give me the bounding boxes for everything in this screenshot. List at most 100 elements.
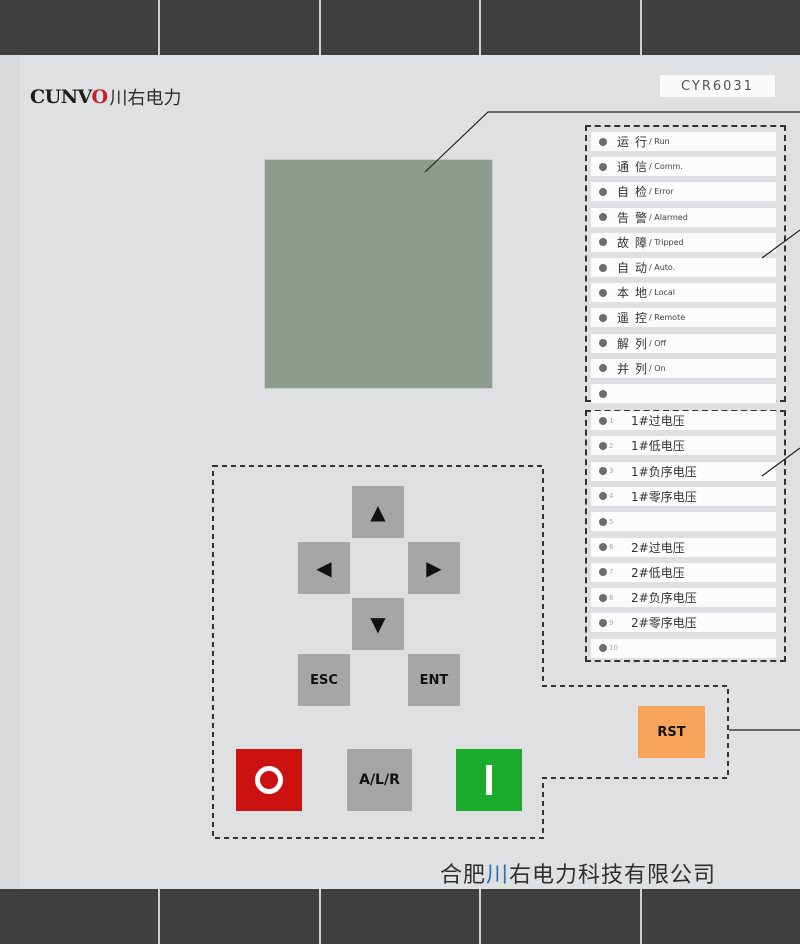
led-icon — [599, 389, 607, 398]
indicator-label: 2#过电压 — [631, 540, 685, 555]
indicator-label: 2#低电压 — [631, 565, 685, 580]
status-indicator-row: 告警/ Alarmed — [591, 207, 776, 227]
brand-logo: CUNVO 川右电力 — [30, 83, 182, 111]
indicator-label: 1#过电压 — [631, 414, 685, 428]
indicator-number: 2 — [609, 441, 614, 450]
lcd-display — [265, 160, 492, 388]
brand-name: CUNVO — [30, 86, 108, 108]
indicator-number: 9 — [609, 618, 614, 627]
terminal-segment — [0, 0, 161, 55]
up-arrow-button[interactable]: ▲ — [352, 486, 404, 538]
led-icon — [599, 593, 607, 602]
indicator-label-cn: 运行 — [617, 135, 654, 149]
led-icon — [599, 137, 607, 146]
status-indicator-row: 解列/ Off — [591, 333, 776, 353]
status-indicator-row: 并列/ On — [591, 358, 776, 378]
protection-indicator-row: 1 1#过电压 — [591, 411, 776, 430]
indicator-label-en: / Tripped — [649, 237, 684, 247]
protection-indicator-row: 7 2#低电压 — [591, 562, 776, 582]
terminal-segment — [481, 889, 642, 944]
enter-button[interactable]: ENT — [408, 654, 460, 706]
left-arrow-button[interactable]: ◀ — [298, 542, 350, 594]
status-indicator-row: 运行/ Run — [591, 132, 776, 151]
on-bar-icon — [486, 765, 492, 795]
status-indicator-row: 遥控/ Remote — [591, 308, 776, 328]
terminal-segment — [0, 889, 161, 944]
led-icon — [599, 644, 607, 653]
protection-indicator-row: 10 — [591, 638, 776, 658]
start-button[interactable] — [456, 749, 522, 811]
indicator-label-en: / On — [649, 363, 666, 373]
terminal-segment — [642, 889, 800, 944]
reset-button[interactable]: RST — [638, 706, 705, 758]
indicator-number: 4 — [609, 492, 614, 501]
indicator-label: 1#低电压 — [631, 439, 685, 454]
led-icon — [599, 416, 607, 425]
led-icon — [599, 288, 607, 297]
indicator-label: 1#零序电压 — [631, 489, 697, 504]
led-icon — [599, 517, 607, 526]
indicator-number: 5 — [609, 517, 614, 526]
led-icon — [599, 568, 607, 577]
indicator-label-en: / Alarmed — [649, 212, 688, 222]
stop-button[interactable] — [236, 749, 302, 811]
indicator-label: 2#负序电压 — [631, 591, 697, 606]
indicator-label-cn: 自检 — [617, 185, 654, 200]
led-icon — [599, 187, 607, 196]
indicator-label-en: / Off — [649, 338, 667, 348]
down-arrow-button[interactable]: ▼ — [352, 598, 404, 650]
status-indicator-row: 故障/ Tripped — [591, 232, 776, 252]
indicator-number: 3 — [609, 467, 614, 476]
protection-indicator-row: 2 1#低电压 — [591, 436, 776, 456]
indicator-number: 6 — [609, 543, 614, 551]
indicator-label-en: / Local — [649, 288, 675, 298]
brand-name-cn: 川右电力 — [109, 88, 182, 109]
terminal-segment — [321, 0, 482, 55]
indicator-number: 10 — [609, 644, 618, 653]
off-ring-icon — [255, 766, 283, 794]
led-icon — [599, 238, 607, 247]
led-icon — [599, 467, 607, 476]
status-indicator-row: 自动/ Auto. — [591, 258, 776, 277]
indicator-label: 2#零序电压 — [631, 616, 697, 631]
company-name: 合肥川右电力科技有限公司 — [440, 863, 717, 888]
indicator-label-en: / Run — [649, 137, 670, 146]
esc-button[interactable]: ESC — [298, 654, 350, 706]
status-indicator-row: 通信/ Comm. — [591, 157, 776, 177]
indicator-label: 1#负序电压 — [631, 464, 697, 479]
led-icon — [599, 263, 607, 272]
protection-indicator-row: 3 1#负序电压 — [591, 461, 776, 481]
led-icon — [599, 441, 607, 450]
led-icon — [599, 213, 607, 222]
indicator-label-cn: 并列 — [617, 361, 654, 376]
indicator-label-en: / Remote — [649, 313, 686, 323]
indicator-number: 8 — [609, 593, 614, 602]
indicator-number: 1 — [609, 416, 614, 425]
led-icon — [599, 313, 607, 322]
right-arrow-button[interactable]: ▶ — [408, 542, 460, 594]
indicator-label-cn: 告警 — [617, 210, 654, 225]
led-icon — [599, 618, 607, 627]
indicator-number: 7 — [609, 568, 614, 577]
indicator-label-cn: 故障 — [617, 235, 654, 250]
bottom-terminal-strip — [0, 889, 800, 944]
indicator-label-cn: 遥控 — [617, 311, 654, 326]
terminal-segment — [642, 0, 800, 55]
status-indicator-row — [591, 384, 776, 403]
terminal-segment — [160, 0, 321, 55]
indicator-label-en: / Error — [649, 187, 674, 197]
led-icon — [599, 162, 607, 171]
terminal-segment — [321, 889, 482, 944]
indicator-label-cn: 通信 — [617, 160, 654, 175]
indicator-label-cn: 解列 — [617, 336, 654, 351]
protection-indicator-row: 5 — [591, 512, 776, 532]
auto-local-remote-button[interactable]: A/L/R — [347, 749, 412, 811]
protection-indicator-row: 9 2#零序电压 — [591, 613, 776, 633]
terminal-segment — [481, 0, 642, 55]
terminal-segment — [160, 889, 321, 944]
protection-indicator-row: 6 2#过电压 — [591, 537, 776, 557]
protection-indicator-row: 4 1#零序电压 — [591, 486, 776, 506]
indicator-label-en: / Comm. — [649, 162, 683, 172]
led-icon — [599, 339, 607, 348]
status-indicator-row: 自检/ Error — [591, 182, 776, 202]
